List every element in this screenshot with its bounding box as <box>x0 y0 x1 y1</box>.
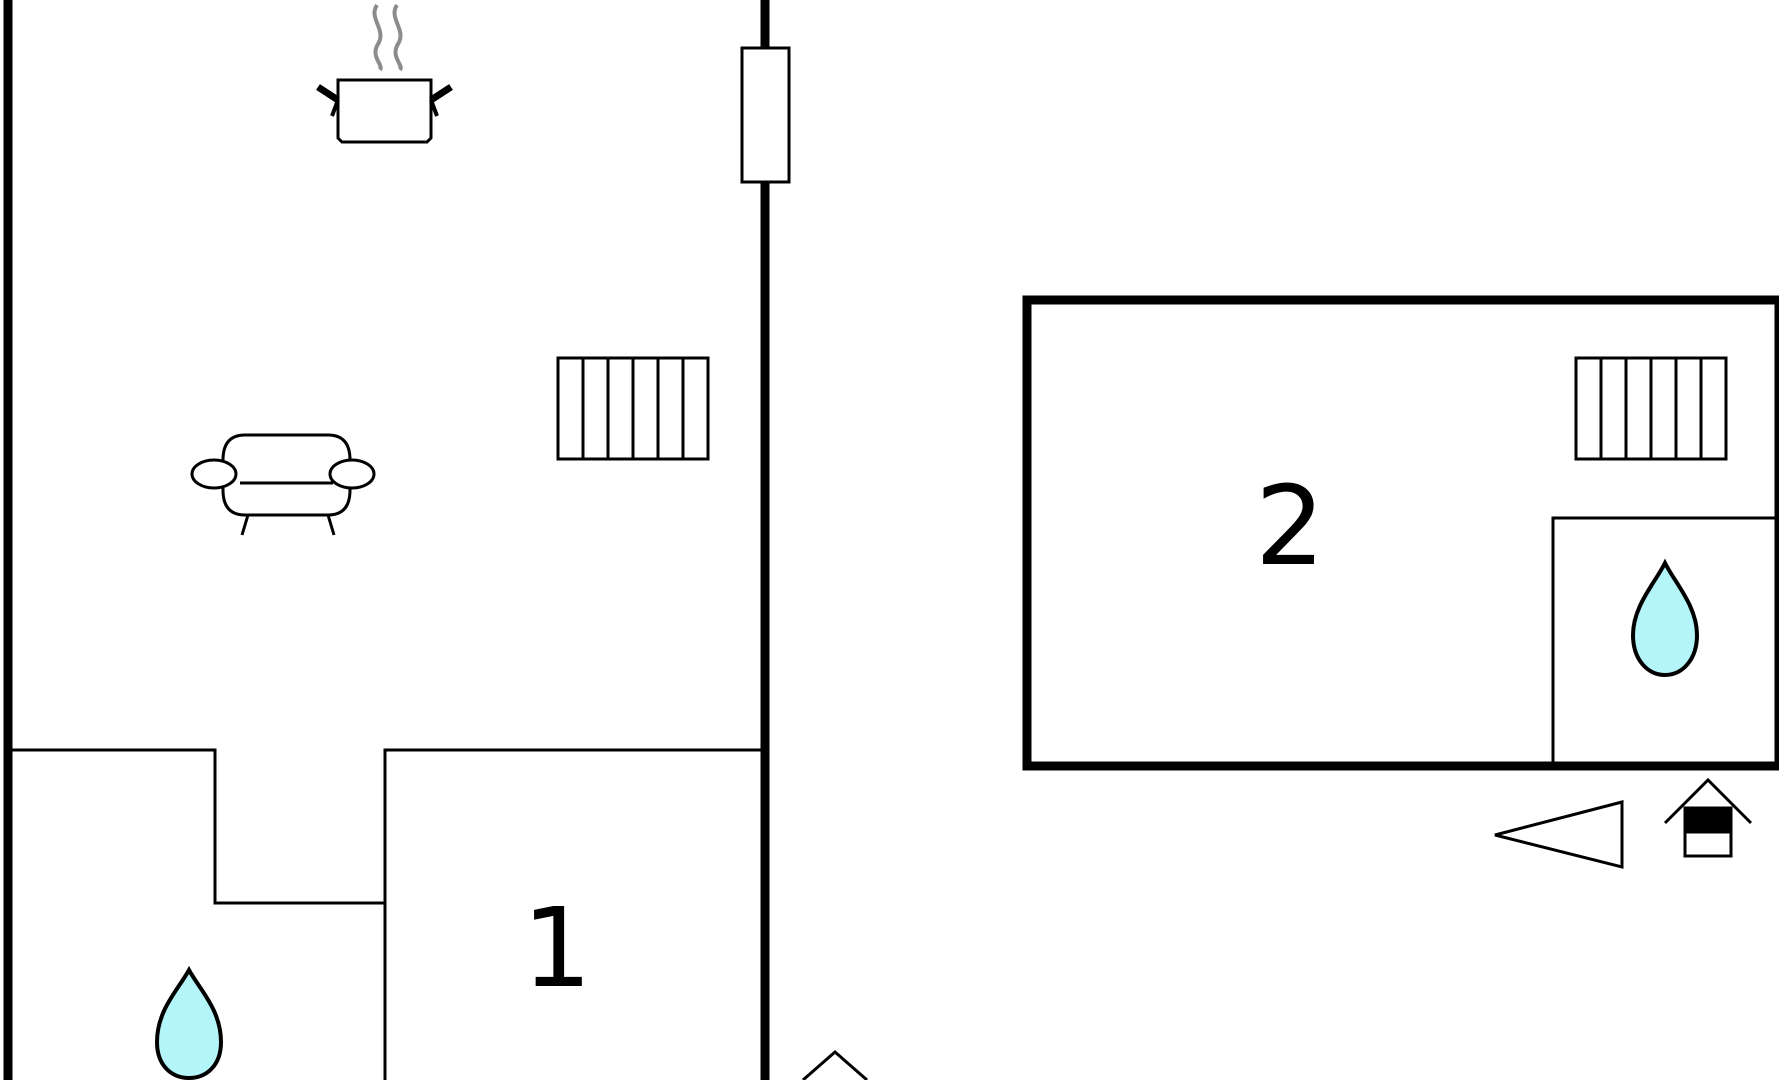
sofa-icon <box>190 433 376 536</box>
water-drop-icon <box>154 965 224 1080</box>
bathroom-partition-2 <box>1551 516 1779 766</box>
house-entrance-icon <box>1663 777 1753 858</box>
window <box>740 46 791 184</box>
bathroom-partition <box>10 748 385 905</box>
radiator-icon <box>556 356 710 461</box>
room-label-1: 1 <box>522 884 592 1012</box>
left-building-walls <box>3 0 791 1080</box>
right-building <box>1022 295 1779 771</box>
room-label-2: 2 <box>1255 462 1325 590</box>
house-entrance-icon <box>802 1050 868 1080</box>
water-drop-icon <box>1630 558 1700 678</box>
direction-pointer-icon <box>1494 800 1624 869</box>
room-1-partition <box>383 748 762 1080</box>
cooking-pot-icon <box>316 3 453 144</box>
radiator-icon <box>1574 356 1728 461</box>
outer-wall-building-2 <box>1022 295 1779 771</box>
